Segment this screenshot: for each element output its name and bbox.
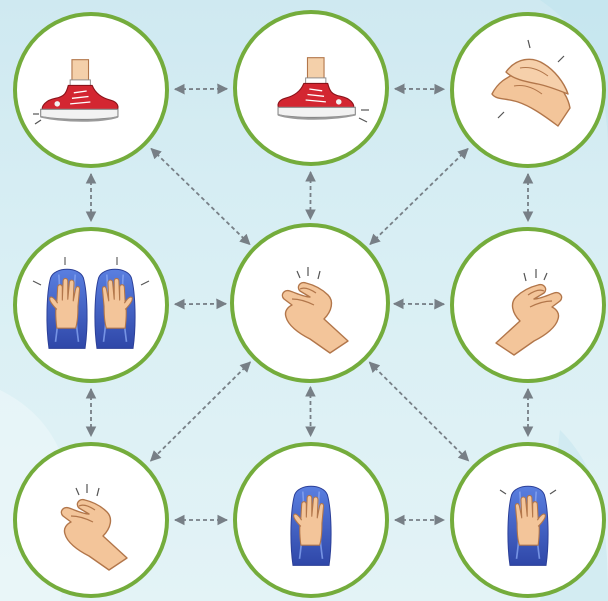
connector-stomp-right-snap-center [151, 149, 250, 245]
node-snap-left [15, 444, 167, 596]
node-pat-left-knee [235, 444, 387, 596]
node-group [15, 12, 604, 596]
node-clap [452, 14, 604, 166]
node-stomp-right [15, 14, 167, 166]
node-snap-right [452, 229, 604, 381]
connector-snap-center-snap-left [151, 362, 251, 461]
node-pat-knees [15, 229, 167, 381]
node-stomp-left [235, 12, 387, 164]
pat-knee-icon [291, 486, 331, 565]
connector-clap-snap-center [370, 149, 468, 245]
node-pat-right-knee [452, 444, 604, 596]
node-snap-center [232, 225, 388, 381]
connector-snap-center-pat-right-knee [370, 362, 469, 460]
